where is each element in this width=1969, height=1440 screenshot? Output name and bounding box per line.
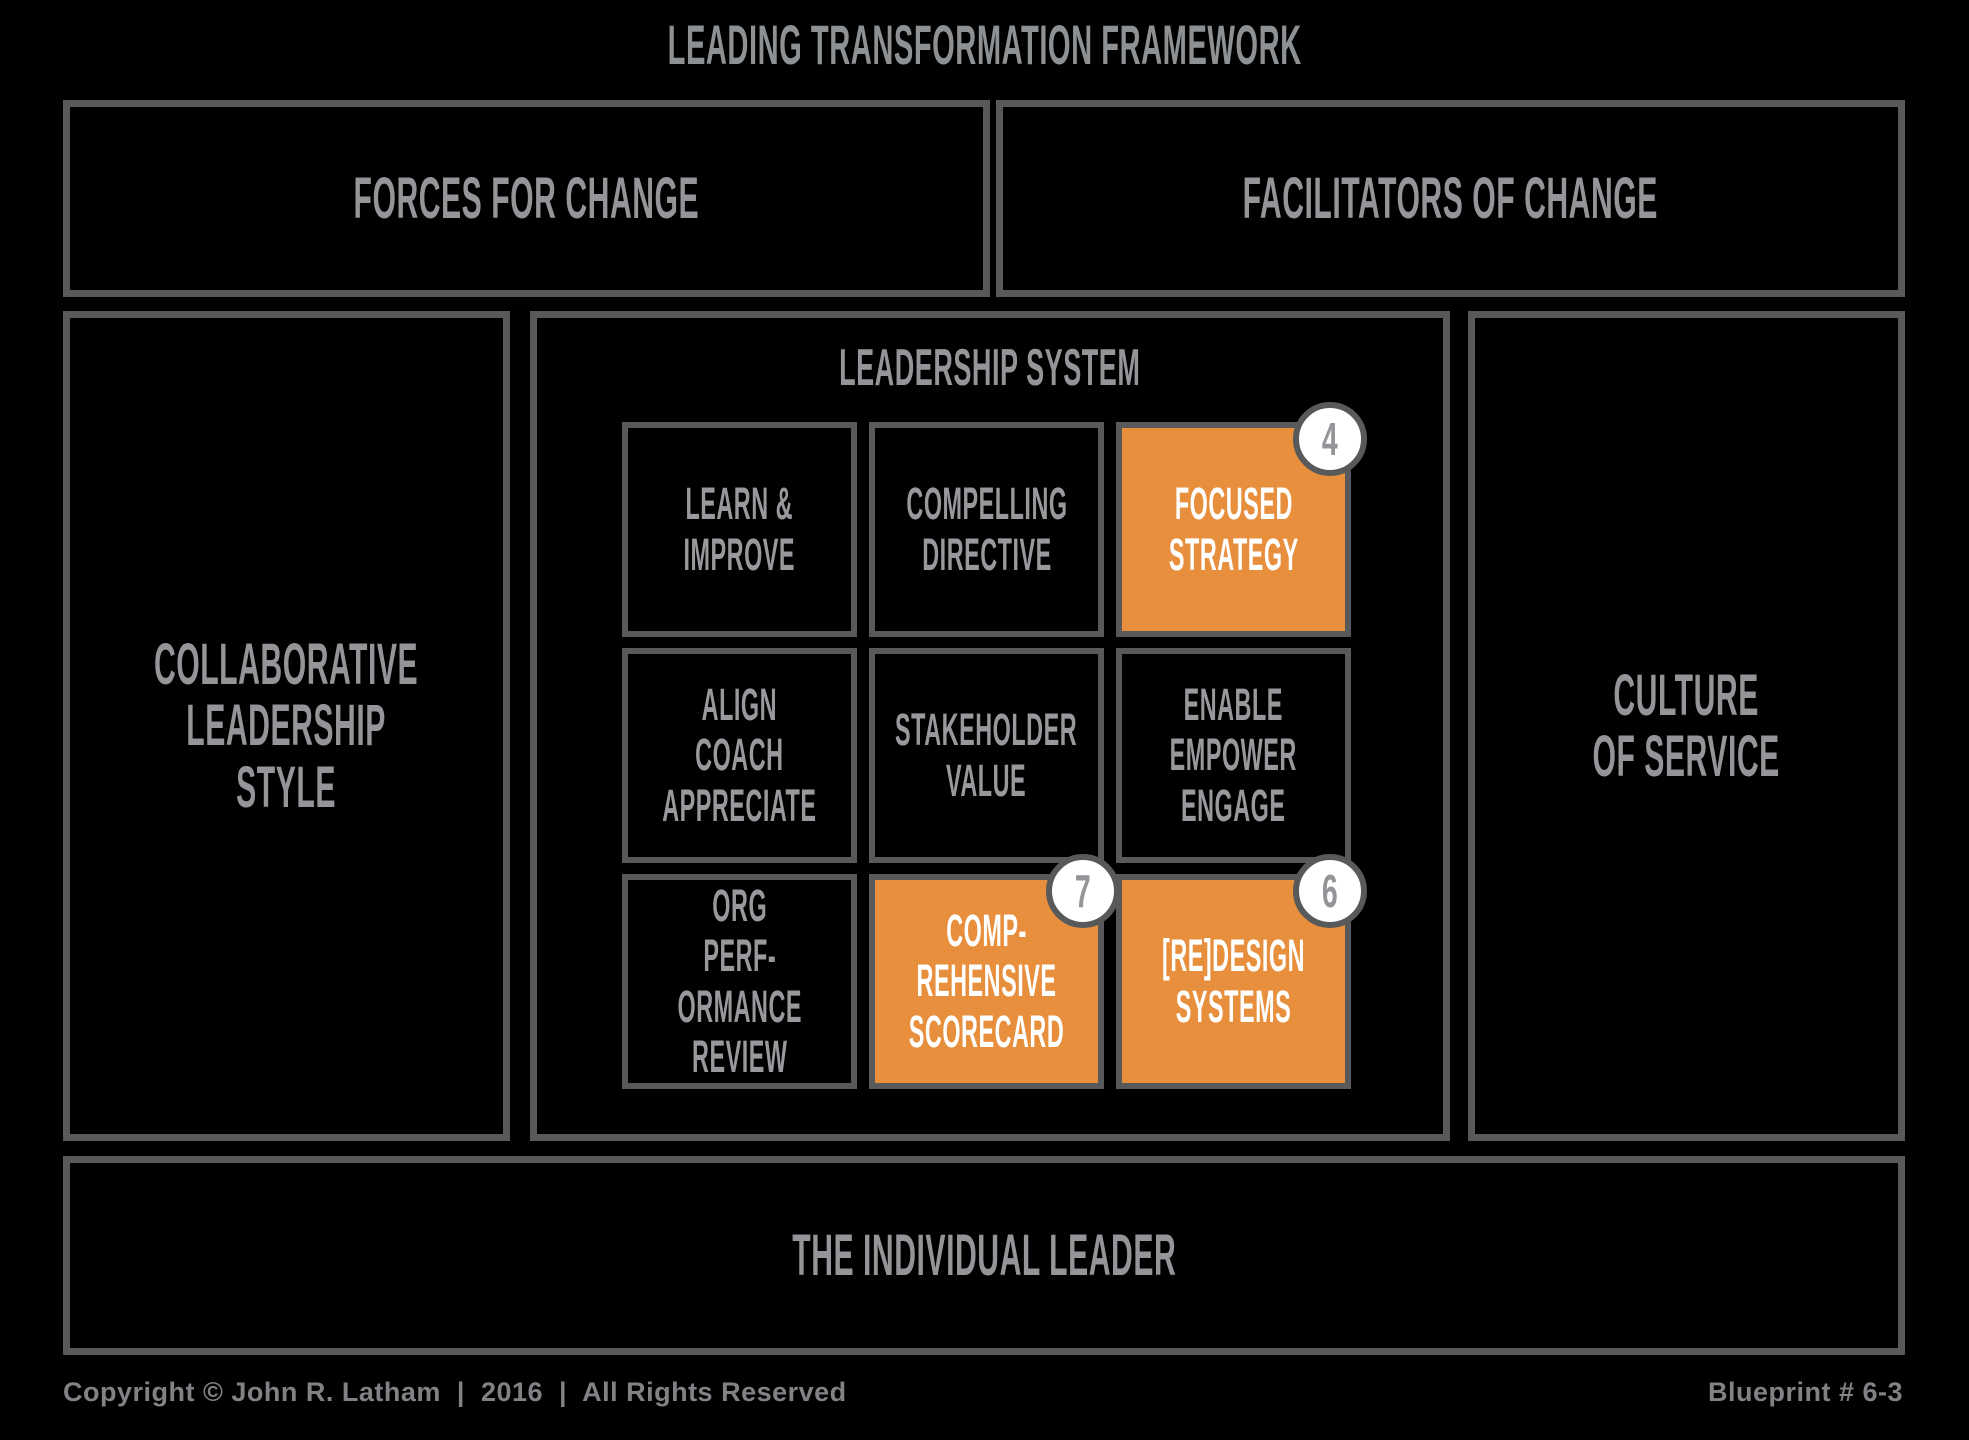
cell-redesign-systems: [RE]DESIGN SYSTEMS 6 <box>1116 854 1367 1089</box>
step-badge-6-number: 6 <box>1322 865 1338 917</box>
leadership-system-header: LEADERSHIP SYSTEM <box>537 338 1443 398</box>
page-title: LEADING TRANSFORMATION FRAMEWORK <box>667 13 1302 76</box>
cell-stakeholder-value: STAKEHOLDER VALUE <box>869 648 1104 863</box>
cell-focused-strategy-label: FOCUSED STRATEGY <box>1168 478 1299 580</box>
step-badge-4-number: 4 <box>1322 413 1338 465</box>
panel-forces-for-change: FORCES FOR CHANGE <box>63 100 990 297</box>
culture-of-service-label: CULTURE OF SERVICE <box>1592 662 1781 789</box>
panel-facilitators-of-change: FACILITATORS OF CHANGE <box>996 100 1905 297</box>
blueprint-number: Blueprint # 6-3 <box>1707 1377 1903 1407</box>
cell-compelling-directive-label: COMPELLING DIRECTIVE <box>905 478 1068 580</box>
step-badge-6: 6 <box>1293 854 1367 928</box>
cell-redesign-systems-label: [RE]DESIGN SYSTEMS <box>1162 930 1306 1032</box>
cell-enable-empower-engage-label: ENABLE EMPOWER ENGAGE <box>1169 678 1298 831</box>
panel-leadership-system: LEADERSHIP SYSTEM LEARN & IMPROVE COMPEL… <box>530 311 1450 1141</box>
cell-align-coach-appreciate: ALIGN COACH APPRECIATE <box>622 648 857 863</box>
page-title-wrap: LEADING TRANSFORMATION FRAMEWORK <box>0 12 1969 77</box>
cell-stakeholder-value-label: STAKEHOLDER VALUE <box>895 704 1078 806</box>
cell-focused-strategy: FOCUSED STRATEGY 4 <box>1116 402 1367 637</box>
forces-for-change-label: FORCES FOR CHANGE <box>353 165 700 231</box>
panel-collaborative-leadership-style: COLLABORATIVE LEADERSHIP STYLE <box>63 311 510 1141</box>
the-individual-leader-label: THE INDIVIDUAL LEADER <box>791 1222 1177 1288</box>
facilitators-of-change-label: FACILITATORS OF CHANGE <box>1242 165 1659 231</box>
cell-align-coach-appreciate-label: ALIGN COACH APPRECIATE <box>662 678 817 831</box>
cell-org-performance-review: ORG PERF- ORMANCE REVIEW <box>622 874 857 1089</box>
collaborative-leadership-style-label: COLLABORATIVE LEADERSHIP STYLE <box>154 631 419 820</box>
cell-compelling-directive: COMPELLING DIRECTIVE <box>869 422 1104 637</box>
cell-org-performance-review-label: ORG PERF- ORMANCE REVIEW <box>677 879 802 1082</box>
cell-comprehensive-scorecard-label: COMP- REHENSIVE SCORECARD <box>908 904 1065 1057</box>
leadership-system-grid: LEARN & IMPROVE COMPELLING DIRECTIVE FOC… <box>622 402 1367 1089</box>
copyright-text: Copyright © John R. Latham | 2016 | All … <box>63 1377 847 1407</box>
cell-comprehensive-scorecard: COMP- REHENSIVE SCORECARD 7 <box>869 854 1120 1089</box>
cell-learn-improve-label: LEARN & IMPROVE <box>683 478 796 580</box>
panel-culture-of-service: CULTURE OF SERVICE <box>1468 311 1905 1141</box>
step-badge-7: 7 <box>1046 854 1120 928</box>
cell-learn-improve: LEARN & IMPROVE <box>622 422 857 637</box>
leadership-system-label: LEADERSHIP SYSTEM <box>839 339 1141 397</box>
step-badge-4: 4 <box>1293 402 1367 476</box>
panel-the-individual-leader: THE INDIVIDUAL LEADER <box>63 1156 1905 1355</box>
step-badge-7-number: 7 <box>1075 865 1091 917</box>
cell-enable-empower-engage: ENABLE EMPOWER ENGAGE <box>1116 648 1351 863</box>
footer: Copyright © John R. Latham | 2016 | All … <box>63 1377 1903 1408</box>
